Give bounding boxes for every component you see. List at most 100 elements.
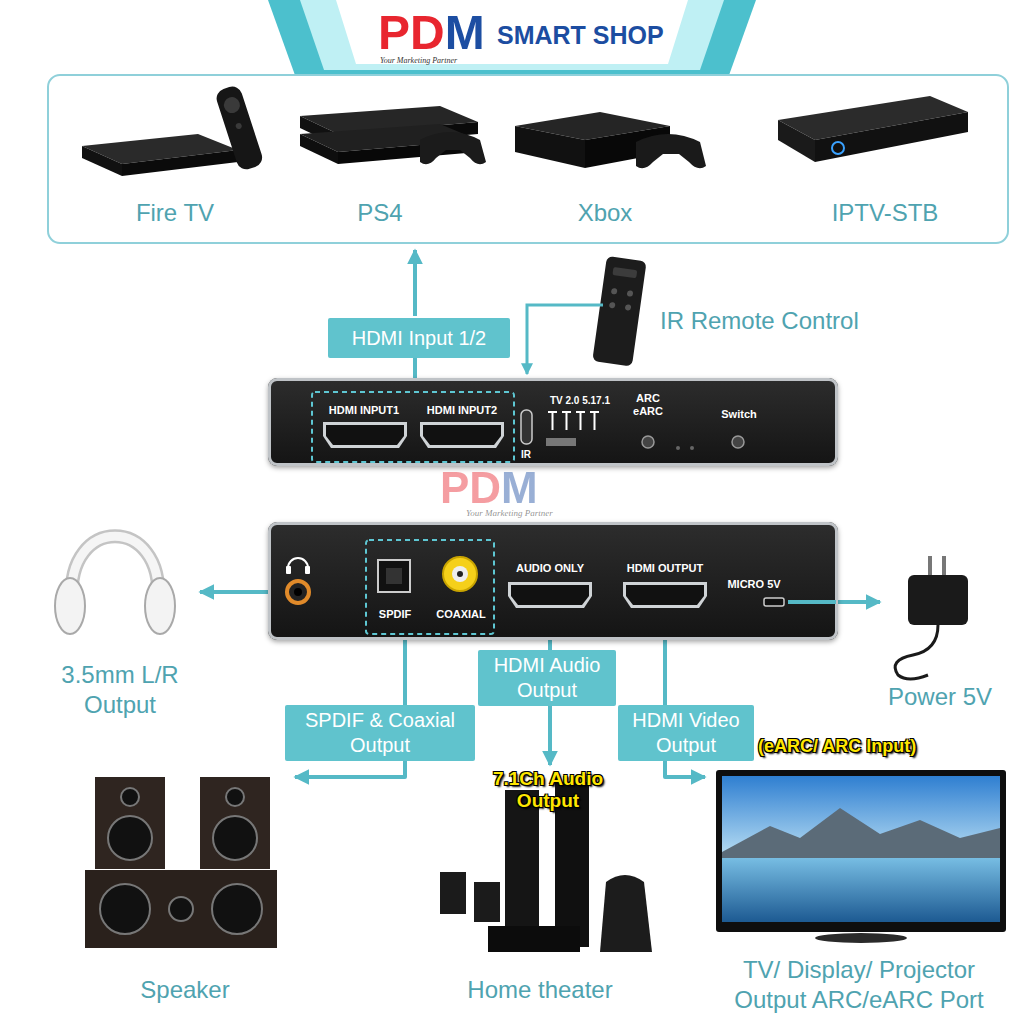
ps4-console bbox=[300, 134, 338, 164]
header-banner bbox=[268, 0, 756, 78]
xbox-console bbox=[515, 126, 585, 168]
port-label: HDMI INPUT1 bbox=[318, 404, 410, 417]
caption: Power 5V bbox=[888, 682, 992, 712]
speaker-set bbox=[212, 884, 262, 934]
caption: IPTV-STB bbox=[832, 198, 939, 228]
port-tag: HDMI Audio Output bbox=[478, 650, 616, 706]
output-device: TV/ Display/ Projector Output ARC/eARC P… bbox=[705, 765, 1013, 1015]
caption: 3.5mm L/R Output bbox=[42, 660, 198, 720]
source-panel bbox=[48, 75, 1008, 243]
back-panel-ports bbox=[286, 566, 291, 574]
back-panel-ports bbox=[764, 598, 784, 606]
caption: HDMI Input 1/2 bbox=[352, 326, 487, 351]
connector-arrow bbox=[665, 761, 705, 777]
tv-display bbox=[722, 776, 1000, 922]
front-panel-ports bbox=[312, 392, 514, 462]
front-panel-ports bbox=[676, 446, 680, 450]
front-panel-ports bbox=[732, 436, 744, 448]
headphones bbox=[145, 578, 175, 634]
remote-caption: IR Remote Control bbox=[660, 306, 859, 336]
tv-display bbox=[722, 808, 1000, 858]
iptv-box bbox=[778, 120, 815, 162]
fire-tv-device bbox=[82, 146, 122, 176]
home-theater-set bbox=[440, 872, 466, 914]
source-device: PS4 bbox=[290, 88, 470, 228]
fire-tv-device bbox=[82, 84, 265, 176]
connector-arrow bbox=[403, 640, 407, 705]
output-device: Power 5V bbox=[880, 530, 1000, 712]
speaker-set bbox=[121, 788, 139, 806]
port-tag: HDMI Input 1/2 bbox=[328, 318, 510, 358]
front-panel-ports bbox=[642, 436, 654, 448]
headphones bbox=[72, 536, 159, 600]
banner-plate bbox=[336, 0, 688, 64]
banner-frame bbox=[268, 0, 756, 78]
caption: Home theater bbox=[467, 975, 612, 1005]
back-panel-ports bbox=[452, 566, 468, 582]
output-device: Speaker bbox=[75, 765, 295, 1005]
speaker-set bbox=[169, 897, 193, 921]
back-panel-ports bbox=[386, 568, 402, 584]
speaker-set bbox=[85, 777, 277, 948]
tv-display bbox=[815, 933, 907, 943]
port-label: ARC eARC bbox=[624, 392, 672, 418]
back-panel-ports bbox=[623, 582, 707, 608]
port-label: TV 2.0 5.17.1 bbox=[540, 394, 620, 407]
back-panel-ports bbox=[443, 557, 477, 591]
ir-remote bbox=[612, 267, 637, 278]
iptv-box bbox=[815, 112, 968, 162]
front-panel-ports bbox=[548, 412, 557, 430]
source-device: Fire TV bbox=[70, 88, 280, 228]
fire-tv-device bbox=[214, 84, 265, 172]
port-tag: HDMI Video Output bbox=[618, 705, 754, 761]
port-label: HDMI OUTPUT bbox=[619, 562, 711, 575]
caption: Speaker bbox=[140, 975, 229, 1005]
caption: HDMI Video Output bbox=[624, 708, 748, 758]
power-adapter bbox=[895, 625, 938, 679]
ir-remote bbox=[625, 304, 632, 311]
shop-name: SMART SHOP bbox=[497, 20, 664, 50]
connector-arrow bbox=[548, 706, 552, 765]
ir-remote bbox=[611, 288, 618, 295]
power-adapter bbox=[908, 575, 968, 625]
iptv-box bbox=[778, 96, 968, 162]
front-panel-ports bbox=[562, 412, 571, 430]
front-panel-ports bbox=[521, 410, 532, 444]
fire-tv-device bbox=[235, 122, 243, 130]
back-panel-ports bbox=[294, 588, 302, 596]
xbox-console bbox=[636, 134, 706, 168]
ps4-console bbox=[420, 132, 486, 164]
connector-arrow bbox=[548, 640, 552, 650]
front-panel-ports bbox=[548, 412, 599, 430]
back-panel-ports bbox=[288, 558, 308, 568]
source-device: Xbox bbox=[505, 88, 705, 228]
back-panel-ports bbox=[788, 600, 836, 604]
logo-tagline: Your Marketing Partner bbox=[380, 56, 457, 65]
ir-remote bbox=[609, 302, 616, 309]
front-panel-ports bbox=[423, 425, 501, 445]
back-panel: SPDIFCOAXIALAUDIO ONLYHDMI OUTPUTMICRO 5… bbox=[268, 522, 838, 640]
speaker-set bbox=[95, 777, 165, 869]
power-adapter bbox=[895, 556, 968, 679]
front-panel-ports bbox=[420, 422, 504, 448]
connector-arrow bbox=[295, 761, 405, 777]
home-theater-set bbox=[474, 882, 500, 922]
caption: Xbox bbox=[578, 198, 633, 228]
front-panel-ports bbox=[690, 446, 694, 450]
speaker-set bbox=[226, 788, 244, 806]
back-panel-ports bbox=[378, 560, 410, 592]
connector-arrow bbox=[838, 600, 880, 604]
connector-arrow bbox=[663, 640, 667, 705]
port-label: Switch bbox=[708, 408, 770, 421]
port-label: MICRO 5V bbox=[718, 578, 790, 591]
xbox-console bbox=[515, 112, 706, 168]
headphones bbox=[55, 536, 175, 634]
watermark: PDM bbox=[440, 466, 538, 510]
banner-band bbox=[300, 0, 724, 70]
front-panel: HDMI INPUT1HDMI INPUT2IRTV 2.0 5.17.1ARC… bbox=[268, 378, 838, 466]
front-panel-ports bbox=[323, 422, 407, 448]
caption: SPDIF & Coaxial Output bbox=[291, 708, 469, 758]
fire-tv-device bbox=[214, 84, 265, 172]
